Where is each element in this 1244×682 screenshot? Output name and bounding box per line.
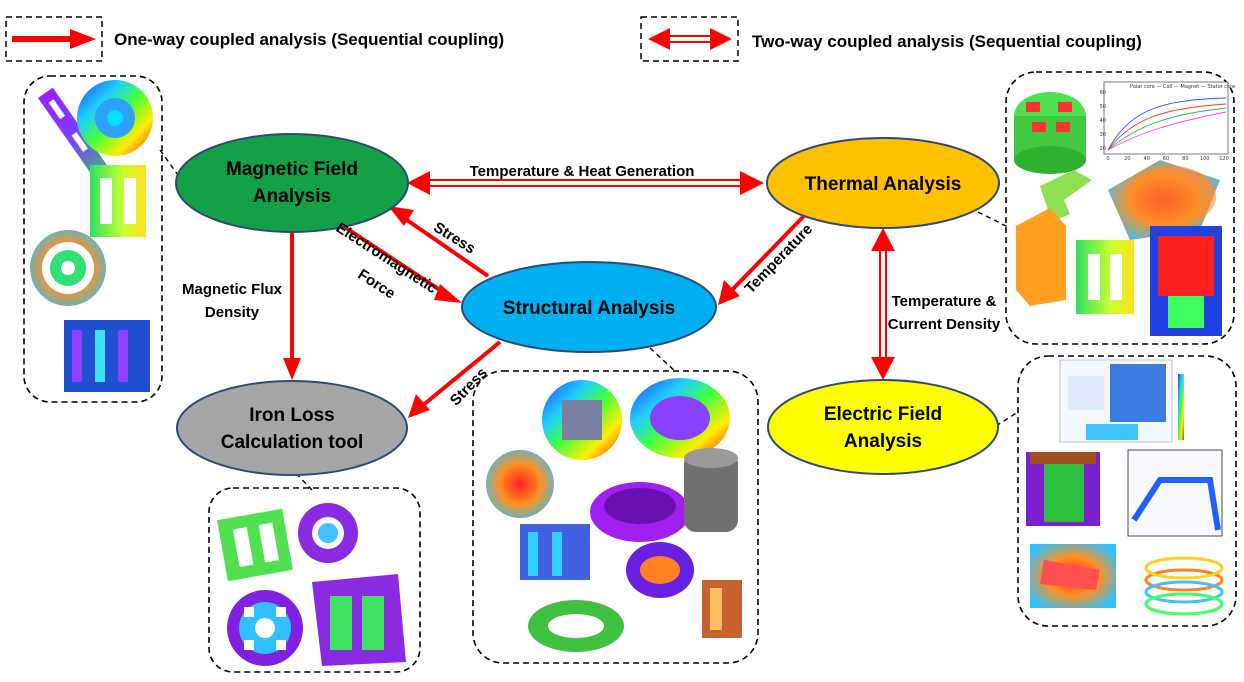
arrow-flux-density [283,232,301,380]
plot-y-tick-label: 40 [1100,118,1106,124]
edge-label-temp-current-1: Temperature & [892,293,997,310]
plot-x-tick-label: 80 [1182,156,1188,162]
arrow-stress-up [388,206,490,278]
node-electric-line1: Electric Field [824,404,942,425]
plot-y-tick-label: 50 [1100,104,1106,110]
edge-label-flux-2: Density [205,304,260,321]
legend-two-way: Two-way coupled analysis (Sequential cou… [640,16,1142,62]
node-thermal-label: Thermal Analysis [805,174,962,195]
node-structural-label: Structural Analysis [503,298,675,319]
plot-x-tick-label: 100 [1200,156,1210,162]
temperature-plot: Polar core — Coil — Magnet — Stator core… [1100,81,1235,162]
plot-x-tick-label: 20 [1124,156,1130,162]
arrow-em-force [338,222,462,303]
arrow-temp-heat [407,171,764,195]
plot-x-tick-label: 0 [1106,156,1109,162]
arrow-stress-down [408,340,502,418]
legend-one-way: One-way coupled analysis (Sequential cou… [5,16,504,62]
node-thermal: Thermal Analysis [766,137,1000,229]
node-magnetic-line1: Magnetic Field [226,159,358,180]
node-electric-field: Electric Field Analysis [767,379,999,475]
node-structural: Structural Analysis [461,261,717,353]
node-electric-line2: Analysis [844,431,922,452]
structural-images-panel [472,347,759,664]
node-iron-loss-line1: Iron Loss [249,405,335,426]
arrow-temperature [718,214,806,305]
legend-two-way-label: Two-way coupled analysis (Sequential cou… [752,32,1142,51]
plot-y-tick-label: 60 [1100,90,1106,96]
edge-label-temp-heat: Temperature & Heat Generation [470,163,695,180]
one-way-arrow-head [70,29,96,49]
edge-label-temperature: Temperature [741,221,816,297]
plot-x-tick-label: 40 [1143,156,1149,162]
node-magnetic-line2: Analysis [253,186,331,207]
edge-label-flux-1: Magnetic Flux [182,281,283,298]
legend-one-way-label: One-way coupled analysis (Sequential cou… [114,30,504,49]
plot-x-tick-label: 60 [1163,156,1169,162]
legend-box [640,16,739,62]
two-way-arrow-head-right [710,28,732,50]
plot-y-tick-label: 30 [1100,132,1106,138]
plot-x-tick-label: 120 [1219,156,1229,162]
magnetic-images-panel [23,75,179,403]
node-iron-loss: Iron Loss Calculation tool [176,380,408,476]
arrow-temp-current [871,228,895,380]
edge-label-temp-current-2: Current Density [888,316,1001,333]
iron-loss-images-panel [208,466,421,673]
node-magnetic-field: Magnetic Field Analysis [175,133,409,233]
edge-label-stress-down: Stress [447,364,491,409]
electric-images-panel [995,355,1237,627]
thermal-images-panel: Polar core — Coil — Magnet — Stator core… [977,71,1235,345]
node-iron-loss-line2: Calculation tool [221,432,364,453]
two-way-arrow-head-left [648,28,670,50]
plot-legend: Polar core — Coil — Magnet — Stator core [1130,84,1235,90]
plot-y-tick-label: 20 [1100,146,1106,152]
